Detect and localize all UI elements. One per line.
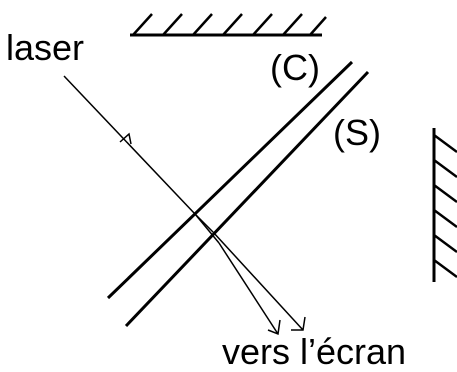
incident-ray-arrow xyxy=(119,132,132,145)
emergent-ray-2 xyxy=(218,242,279,335)
compensator-label: (C) xyxy=(270,47,320,88)
ray-in-plate-branch xyxy=(194,213,220,244)
emergent-ray-2-arrow xyxy=(267,319,281,336)
laser-label: laser xyxy=(6,27,84,68)
emergent-ray-1-arrow xyxy=(291,316,306,331)
right-mirror xyxy=(432,128,457,282)
separator-label: (S) xyxy=(333,112,381,153)
compensator-plate xyxy=(106,60,354,300)
emergent-ray-1 xyxy=(212,231,304,331)
incident-ray xyxy=(63,75,196,215)
right-mirror-hatching xyxy=(433,133,457,279)
top-mirror xyxy=(130,13,327,37)
laser-beam xyxy=(63,75,306,336)
separator-plate xyxy=(124,70,370,328)
top-mirror-hatching xyxy=(132,13,327,36)
to-screen-label: vers l’écran xyxy=(222,331,406,372)
